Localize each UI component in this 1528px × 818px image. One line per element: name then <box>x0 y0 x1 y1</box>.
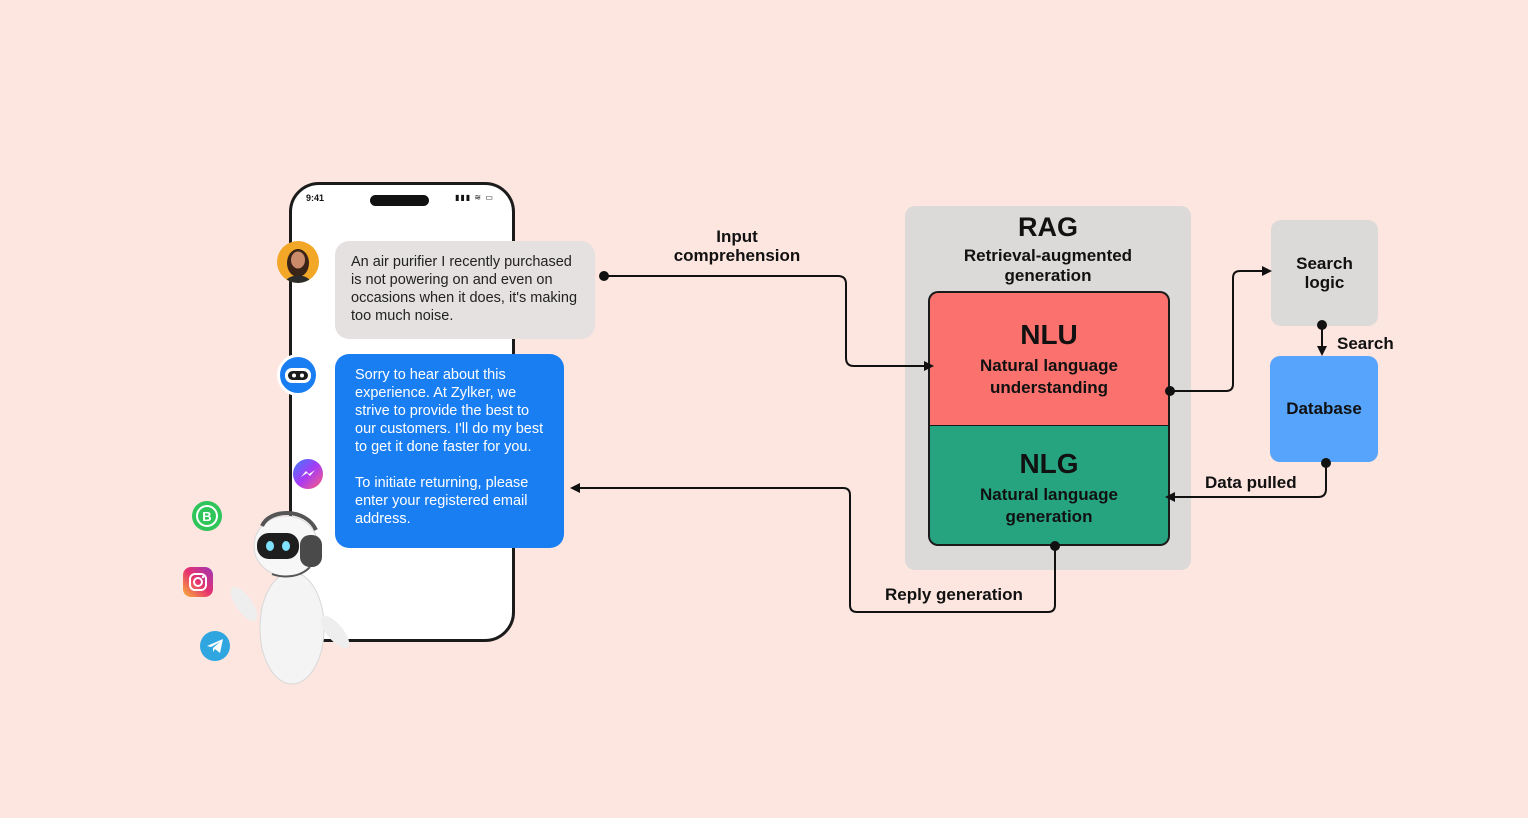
data-pulled-connector <box>1165 463 1327 502</box>
search-label: Search <box>1337 334 1394 353</box>
rag-title: RAG <box>1018 212 1078 242</box>
messenger-icon <box>293 459 323 489</box>
user-avatar <box>277 241 319 283</box>
telegram-icon <box>200 631 230 661</box>
phone-notch <box>370 195 429 206</box>
status-icons: ▮▮▮ ≋ ▭ <box>455 193 494 202</box>
status-time: 9:41 <box>306 193 325 203</box>
nlg-dot <box>1050 541 1060 551</box>
search-logic-line-2: logic <box>1304 273 1345 292</box>
nlg-subtitle: Natural language generation <box>930 484 1168 528</box>
whatsapp-business-icon: B <box>192 501 222 531</box>
reply-generation-label: Reply generation <box>885 585 1023 604</box>
nlu-subtitle-line-1: Natural language <box>980 356 1118 375</box>
bot-message-text-2: To initiate returning, please enter your… <box>355 475 529 527</box>
rag-subtitle: Retrieval-augmented generation <box>905 246 1191 286</box>
search-dot <box>1317 320 1327 330</box>
bot-message-text-1: Sorry to hear about this experience. At … <box>355 367 544 455</box>
rag-subtitle-line-2: generation <box>1004 266 1092 285</box>
nlu-box: NLU Natural language understanding <box>928 291 1170 425</box>
input-dot <box>599 271 609 281</box>
nlg-subtitle-line-2: generation <box>1005 507 1093 526</box>
input-label-line-2: comprehension <box>673 246 801 265</box>
rag-subtitle-line-1: Retrieval-augmented <box>963 246 1133 265</box>
search-logic-line-1: Search <box>1296 254 1353 273</box>
database-dot <box>1321 458 1331 468</box>
nlg-subtitle-line-1: Natural language <box>980 485 1118 504</box>
nlu-to-search-connector <box>1170 266 1272 392</box>
nlu-title: NLU <box>1020 319 1078 350</box>
data-pulled-label: Data pulled <box>1205 473 1297 492</box>
user-message-bubble: An air purifier I recently purchased is … <box>335 241 595 339</box>
search-logic-box: Search logic <box>1271 220 1378 326</box>
input-comprehension-connector <box>604 275 934 371</box>
nlg-title: NLG <box>1019 448 1079 479</box>
reply-generation-connector <box>570 483 1056 613</box>
input-label-line-1: Input <box>716 227 758 246</box>
bot-message-bubble: Sorry to hear about this experience. At … <box>335 354 564 548</box>
nlu-subtitle-line-2: understanding <box>989 378 1109 397</box>
nlu-dot <box>1165 386 1175 396</box>
bot-avatar <box>277 354 319 396</box>
nlu-subtitle: Natural language understanding <box>930 355 1168 399</box>
database-box: Database <box>1270 356 1378 462</box>
nlg-box: NLG Natural language generation <box>928 425 1170 546</box>
input-comprehension-label: Input comprehension <box>667 227 807 265</box>
instagram-icon <box>183 567 213 597</box>
svg-text:B: B <box>202 509 211 524</box>
